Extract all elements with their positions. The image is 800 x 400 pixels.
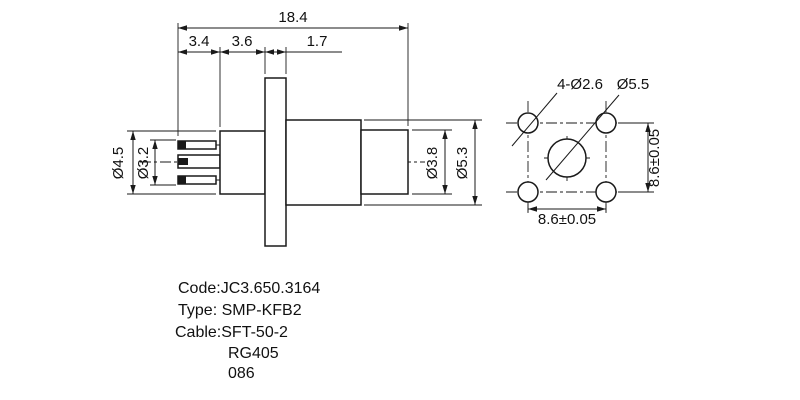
dim-a-label: 3.4	[189, 33, 210, 50]
contact-pins	[177, 140, 221, 185]
connector-body-outline	[219, 77, 409, 247]
note-code: Code:JC3.650.3164	[178, 280, 320, 297]
mounting-hole-top-left	[517, 112, 539, 134]
dim-total-length: 18.4	[177, 9, 409, 136]
note-cable: Cable:SFT-50-2	[175, 324, 288, 341]
note-type: Type: SMP-KFB2	[178, 302, 302, 319]
leader-mounting-holes	[511, 92, 558, 147]
front-body-section	[219, 130, 266, 195]
mounting-hole-bottom-right	[595, 181, 617, 203]
dim-diameter-45: Ø4.5	[110, 130, 216, 195]
dim-total-label: 18.4	[278, 9, 307, 26]
mounting-flange-section	[264, 77, 287, 247]
dim-c-label: 1.7	[307, 33, 328, 50]
dim-chain: 3.4 3.6 1.7	[178, 33, 342, 127]
dim-b-label: 3.6	[232, 33, 253, 50]
dim-diameter-53: Ø5.3	[364, 119, 482, 206]
dim-diameter-38: Ø3.8	[412, 129, 452, 195]
pitch-vertical-label: 8.6±0.05	[646, 129, 663, 187]
dia-38-label: Ø3.8	[424, 147, 441, 180]
dim-diameter-32: Ø3.2	[135, 139, 176, 186]
center-hole-callout-label: Ø5.5	[617, 76, 650, 93]
rear-cylinder-section	[360, 129, 409, 195]
connector-side-view: 18.4 3.4 3.6 1.7 Ø4.5 Ø3.2	[110, 9, 482, 247]
center-hole	[547, 138, 587, 178]
leader-center-hole	[545, 94, 620, 181]
dia-45-label: Ø4.5	[110, 147, 127, 180]
flange-face-view: 4-Ø2.6 Ø5.5 8.6±0.05 8.6±0.05	[506, 76, 663, 228]
mounting-hole-top-right	[595, 112, 617, 134]
note-cable-alt-2: 086	[228, 365, 255, 382]
holes-callout-label: 4-Ø2.6	[557, 76, 603, 93]
pitch-horizontal-label: 8.6±0.05	[538, 211, 596, 228]
dim-pitch-vertical: 8.6±0.05	[618, 122, 663, 193]
dia-53-label: Ø5.3	[454, 147, 471, 180]
dia-32-label: Ø3.2	[135, 147, 152, 180]
dim-pitch-horizontal: 8.6±0.05	[527, 204, 607, 228]
main-body-section	[285, 119, 362, 206]
notes-block: Code:JC3.650.3164 Type: SMP-KFB2 Cable:S…	[175, 280, 320, 382]
mounting-hole-bottom-left	[517, 181, 539, 203]
note-cable-alt-1: RG405	[228, 345, 279, 362]
